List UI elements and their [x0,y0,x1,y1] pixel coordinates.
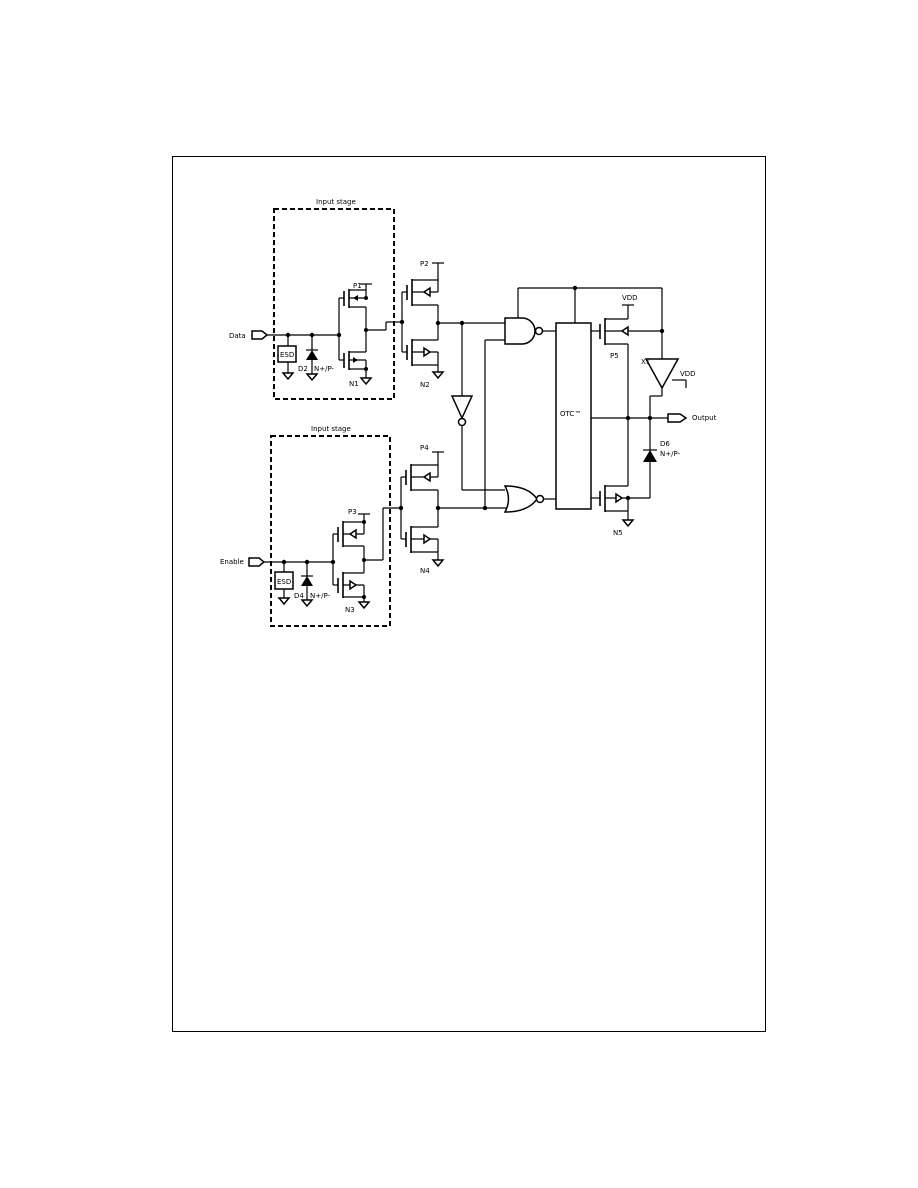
d2-label: D2 [298,365,308,373]
d4-label: D4 [294,592,304,600]
n2-label: N2 [420,381,430,389]
otc-label: OTC™ [560,410,581,418]
esd2-label: ESD [277,578,291,586]
ground-icon [357,601,371,610]
p3-label: P3 [348,508,357,516]
input-stage-label-bottom: Input stage [311,425,351,433]
enable-pin-label: Enable [220,558,244,566]
d6-label: D6 [660,440,670,448]
nor-gate-icon [503,485,538,513]
d4-type-label: N+/P- [310,592,331,600]
output-pin-icon [667,413,688,423]
inverter-gate-icon [450,395,474,420]
ground-icon [281,372,295,381]
inverter-bubble-icon [457,417,467,427]
enable-pin-icon [248,557,266,567]
data-pin-icon [251,330,269,340]
x1-label: X1 [641,358,650,366]
nand-gate-icon [504,317,536,345]
diode-d4-icon [301,576,313,586]
vdd-top-label: VDD [622,294,638,302]
diagram-frame [172,156,766,1032]
x1-buffer-icon [644,358,680,390]
esd-block-top [277,345,297,363]
data-pin-label: Data [229,332,246,340]
p2-label: P2 [420,260,429,268]
ground-icon [431,559,445,568]
ground-icon [431,371,445,380]
n4-label: N4 [420,567,430,575]
input-stage-box-bottom [270,435,391,627]
otc-block [555,322,592,510]
diode-d6-icon [643,450,657,462]
ground-icon [300,599,314,608]
d2-type-label: N+/P- [314,365,335,373]
n3-label: N3 [345,606,355,614]
n5-label: N5 [613,529,623,537]
p4-label: P4 [420,444,429,452]
ground-icon [359,377,373,386]
p1-label: P1 [353,282,362,290]
esd1-label: ESD [280,351,294,359]
diode-d2-icon [306,350,318,360]
p5-label: P5 [610,352,619,360]
n1-label: N1 [349,380,359,388]
ground-icon [305,373,319,382]
output-pin-label: Output [692,414,717,422]
input-stage-label-top: Input stage [316,198,356,206]
ground-icon [621,519,635,528]
vdd-right-label: VDD [680,370,696,378]
input-stage-box-top [273,208,395,400]
d6-type-label: N+/P- [660,450,681,458]
ground-icon [277,597,291,606]
